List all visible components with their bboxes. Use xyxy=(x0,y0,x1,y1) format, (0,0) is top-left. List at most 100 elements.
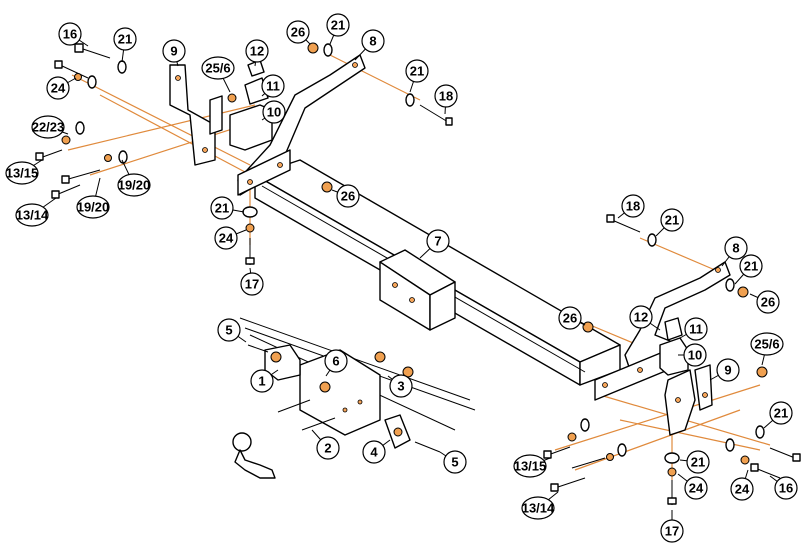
callout-10: 10 xyxy=(261,100,286,124)
callout-bubble xyxy=(286,20,310,44)
callout-24: 24 xyxy=(730,469,754,501)
callout-19-20: 19/20 xyxy=(76,177,110,219)
callout-bubble xyxy=(621,194,645,218)
callout-21: 21 xyxy=(405,59,429,93)
callout-label: 9 xyxy=(724,363,731,378)
callout-label: 11 xyxy=(266,79,280,94)
callout-label: 25/6 xyxy=(754,337,779,352)
callout-label: 13/15 xyxy=(514,459,547,474)
callout-1: 1 xyxy=(250,369,279,393)
callout-3: 3 xyxy=(387,374,413,398)
callout-label: 5 xyxy=(451,455,458,470)
callout-label: 10 xyxy=(688,348,702,363)
callout-label: 16 xyxy=(63,27,77,42)
callout-bubble xyxy=(629,305,653,329)
callout-label: 24 xyxy=(689,481,704,496)
callout-label: 24 xyxy=(219,231,234,246)
callout-bubble xyxy=(724,236,748,260)
callout-bubble xyxy=(660,519,684,543)
callout-12: 12 xyxy=(629,305,661,331)
callout-bubble xyxy=(162,39,186,63)
callout-17: 17 xyxy=(660,510,684,543)
callout-7: 7 xyxy=(419,229,450,259)
callout-bubble xyxy=(113,27,137,51)
callout-label: 3 xyxy=(397,379,404,394)
callout-label: 21 xyxy=(410,64,424,79)
callout-label: 21 xyxy=(691,455,705,470)
callout-9: 9 xyxy=(709,358,740,382)
callout-bubble xyxy=(250,369,274,393)
callout-label: 18 xyxy=(439,89,453,104)
callout-label: 2 xyxy=(324,441,331,456)
callout-bubble xyxy=(739,254,763,278)
callout-2: 2 xyxy=(311,429,340,460)
callout-label: 5 xyxy=(225,323,232,338)
callout-label: 17 xyxy=(665,524,679,539)
callout-11: 11 xyxy=(679,317,708,341)
callout-bubble xyxy=(660,208,684,232)
callout-26: 26 xyxy=(558,306,586,330)
callout-4: 4 xyxy=(362,439,391,464)
callout-17: 17 xyxy=(240,267,264,296)
callout-16: 16 xyxy=(769,475,798,500)
callout-bubble xyxy=(326,13,350,37)
callout-24: 24 xyxy=(677,473,708,500)
callout-bubble xyxy=(240,272,264,296)
callout-label: 18 xyxy=(626,199,640,214)
callout-label: 4 xyxy=(370,445,378,460)
callout-bubble xyxy=(405,59,429,83)
callout-bubble xyxy=(361,29,385,53)
callout-bubble xyxy=(262,100,286,124)
callout-13-14: 13/14 xyxy=(15,197,57,227)
callout-label: 21 xyxy=(665,213,679,228)
callout-label: 19/20 xyxy=(77,200,110,215)
callout-19-20: 19/20 xyxy=(117,159,151,197)
callout-label: 13/14 xyxy=(16,208,49,223)
callout-bubble xyxy=(513,454,547,478)
callout-bubble xyxy=(716,358,740,382)
callout-21: 21 xyxy=(655,208,684,237)
callout-label: 24 xyxy=(51,81,66,96)
loose-hardware xyxy=(35,42,801,505)
callout-label: 11 xyxy=(689,322,703,337)
callout-bubble xyxy=(15,203,49,227)
callout-24: 24 xyxy=(46,76,77,100)
callout-bubble xyxy=(217,318,241,342)
callout-label: 26 xyxy=(761,295,775,310)
callout-6: 6 xyxy=(324,349,348,377)
callout-bubble xyxy=(261,74,285,98)
callout-11: 11 xyxy=(261,74,285,98)
callout-5: 5 xyxy=(439,450,467,474)
callout-8: 8 xyxy=(354,29,385,61)
callout-21: 21 xyxy=(210,196,245,220)
callout-label: 26 xyxy=(291,25,305,40)
callout-bubble xyxy=(117,173,151,197)
callout-21: 21 xyxy=(763,401,793,429)
callout-21: 21 xyxy=(734,254,763,285)
callout-18: 18 xyxy=(434,84,458,115)
callout-18: 18 xyxy=(617,194,645,219)
callout-16: 16 xyxy=(58,22,89,47)
callout-bubble xyxy=(521,496,555,520)
left-side-bracket xyxy=(237,54,366,196)
callout-26: 26 xyxy=(749,290,780,314)
callout-bubble xyxy=(684,476,708,500)
callout-label: 25/6 xyxy=(205,61,230,76)
callout-bubble xyxy=(316,436,340,460)
callout-21: 21 xyxy=(113,27,137,63)
left-plate xyxy=(169,64,216,166)
callout-label: 22/23 xyxy=(32,120,65,135)
callout-bubble xyxy=(686,450,710,474)
callout-label: 10 xyxy=(267,105,281,120)
callout-label: 16 xyxy=(779,481,793,496)
callout-label: 7 xyxy=(434,234,441,249)
callout-label: 8 xyxy=(369,34,376,49)
callout-25-6: 25/6 xyxy=(750,332,784,366)
callout-5: 5 xyxy=(217,318,247,343)
callout-bubble xyxy=(245,39,269,63)
callout-bubble xyxy=(336,184,360,208)
callout-13-14: 13/14 xyxy=(521,491,559,520)
callout-bubble xyxy=(730,477,754,501)
left-clamp xyxy=(209,59,273,151)
